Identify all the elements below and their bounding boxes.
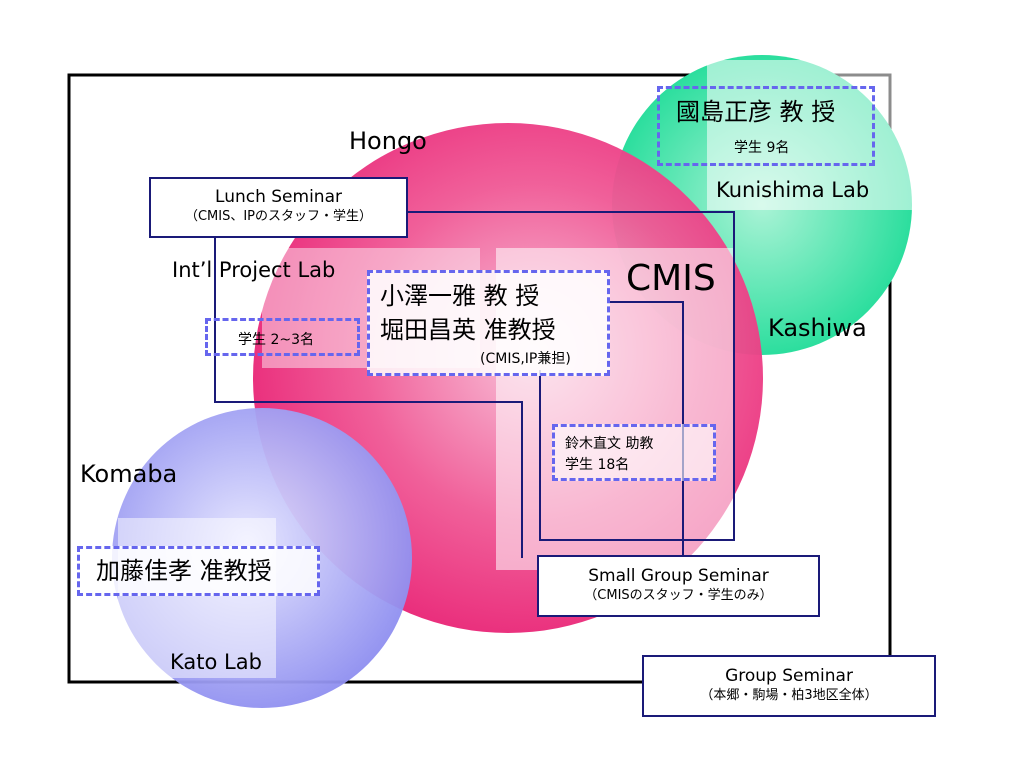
ozawa-prof: 小澤一雅 教 授 [380,282,540,310]
group-seminar-sub: （本郷・駒場・柏3地区全体） [700,688,878,703]
lunch-seminar-title: Lunch Seminar [215,187,342,207]
lab-intl-project-label: Int’l Project Lab [172,258,336,282]
lunch-seminar-box: Lunch Seminar （CMIS、IPのスタッフ・学生） [149,177,408,238]
kunishima-students: 学生 9名 [734,140,790,156]
hotta-prof: 堀田昌英 准教授 [380,316,556,344]
kunishima-panel [707,60,912,210]
region-hongo-label: Hongo [349,127,427,155]
lunch-seminar-line [406,211,735,541]
group-seminar-box: Group Seminar （本郷・駒場・柏3地区全体） [642,655,936,717]
suzuki-staff: 鈴木直文 助教 [565,436,654,452]
lab-cmis-label: CMIS [626,258,716,299]
small-group-seminar-sub: （CMISのスタッフ・学生のみ） [584,588,773,603]
group-seminar-title: Group Seminar [725,666,853,686]
kunishima-prof: 國島正彦 教 授 [676,98,836,126]
cmis-professors-box: 小澤一雅 教 授 堀田昌英 准教授 (CMIS,IP兼担) [367,270,610,376]
kato-member-box: 加藤佳孝 准教授 [77,546,320,596]
intl-students: 学生 2~3名 [238,332,314,348]
region-kashiwa-label: Kashiwa [768,314,867,342]
kato-panel [118,518,276,678]
region-komaba-label: Komaba [80,460,178,488]
small-group-seminar-title: Small Group Seminar [588,566,769,586]
lunch-seminar-sub: （CMIS、IPのスタッフ・学生） [184,209,373,224]
intl-students-box: 学生 2~3名 [205,318,360,356]
kunishima-member-box: 國島正彦 教 授 学生 9名 [657,86,875,166]
lab-kunishima-label: Kunishima Lab [716,178,870,202]
cmis-staff-box: 鈴木直文 助教 学生 18名 [552,424,716,481]
kato-prof: 加藤佳孝 准教授 [96,557,272,585]
small-group-seminar-box: Small Group Seminar （CMISのスタッフ・学生のみ） [537,555,820,617]
lab-kato-label: Kato Lab [170,650,262,674]
cmis-students: 学生 18名 [565,457,630,473]
hotta-note: (CMIS,IP兼担) [480,351,571,367]
